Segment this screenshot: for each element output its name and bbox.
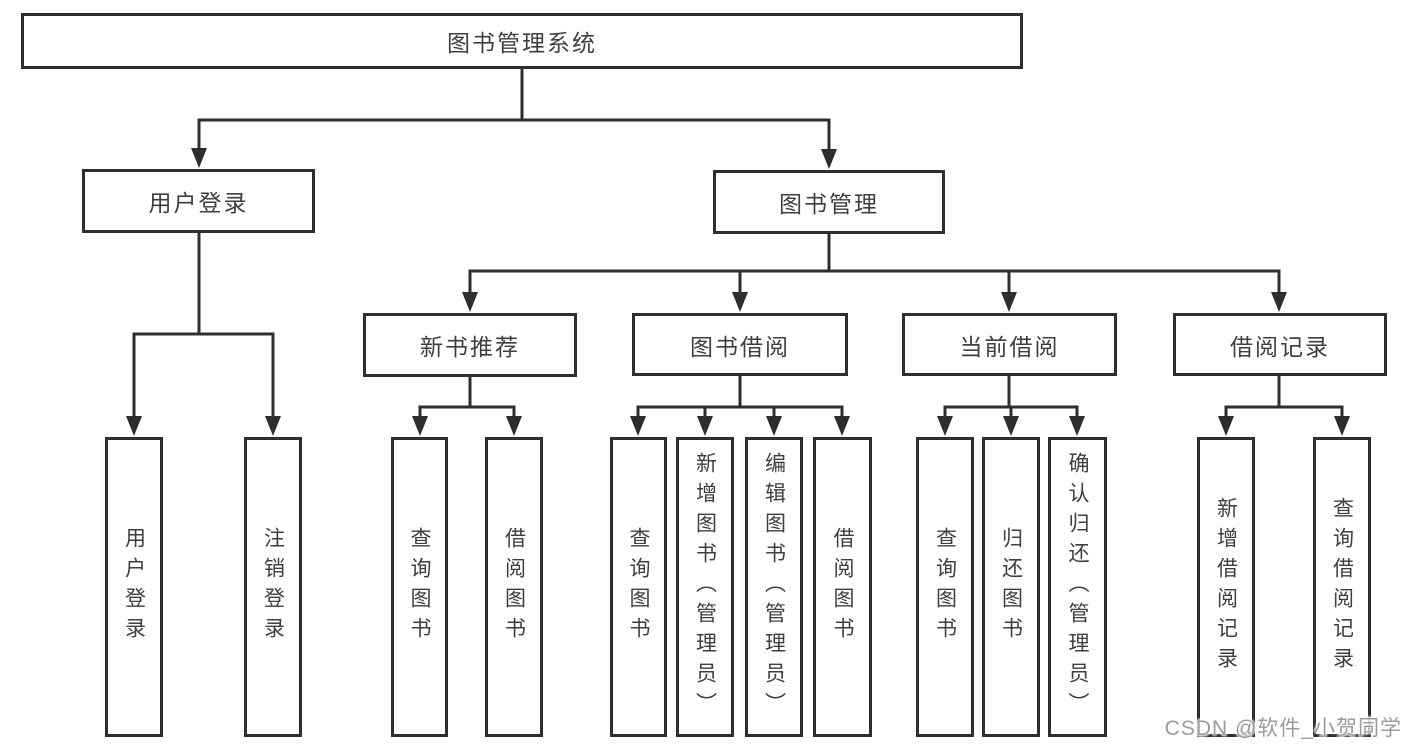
node-leaf-query-books-current: 查询图书 bbox=[916, 437, 974, 737]
node-library-management-system: 图书管理系统 bbox=[21, 13, 1023, 69]
node-user-login: 用户登录 bbox=[82, 169, 315, 233]
node-leaf-user-login: 用户登录 bbox=[105, 437, 163, 737]
node-leaf-query-borrow-record: 查询借阅记录 bbox=[1313, 437, 1371, 737]
node-leaf-query-books-borrowing: 查询图书 bbox=[610, 437, 667, 737]
node-leaf-query-books-newbooks: 查询图书 bbox=[391, 437, 448, 737]
node-leaf-borrow-books-borrowing: 借阅图书 bbox=[813, 437, 872, 737]
node-leaf-logout: 注销登录 bbox=[244, 437, 302, 737]
arrowheads bbox=[126, 148, 1350, 436]
node-leaf-borrow-books-newbooks: 借阅图书 bbox=[485, 437, 543, 737]
connector-segments bbox=[132, 69, 1344, 420]
node-leaf-edit-books-admin: 编辑图书（管理员） bbox=[745, 437, 803, 737]
node-leaf-add-books-admin: 新增图书（管理员） bbox=[676, 437, 734, 737]
csdn-watermark: CSDN @软件_小贺同学 bbox=[1164, 717, 1402, 740]
node-new-book-recommendation: 新书推荐 bbox=[363, 313, 577, 377]
node-book-borrowing: 图书借阅 bbox=[632, 313, 848, 376]
node-leaf-confirm-return-admin: 确认归还（管理员） bbox=[1048, 437, 1107, 737]
node-leaf-return-books: 归还图书 bbox=[982, 437, 1040, 737]
node-leaf-add-borrow-record: 新增借阅记录 bbox=[1197, 437, 1255, 737]
node-current-borrowing: 当前借阅 bbox=[902, 313, 1117, 376]
node-book-management: 图书管理 bbox=[713, 170, 945, 234]
node-borrowing-records: 借阅记录 bbox=[1173, 313, 1387, 376]
